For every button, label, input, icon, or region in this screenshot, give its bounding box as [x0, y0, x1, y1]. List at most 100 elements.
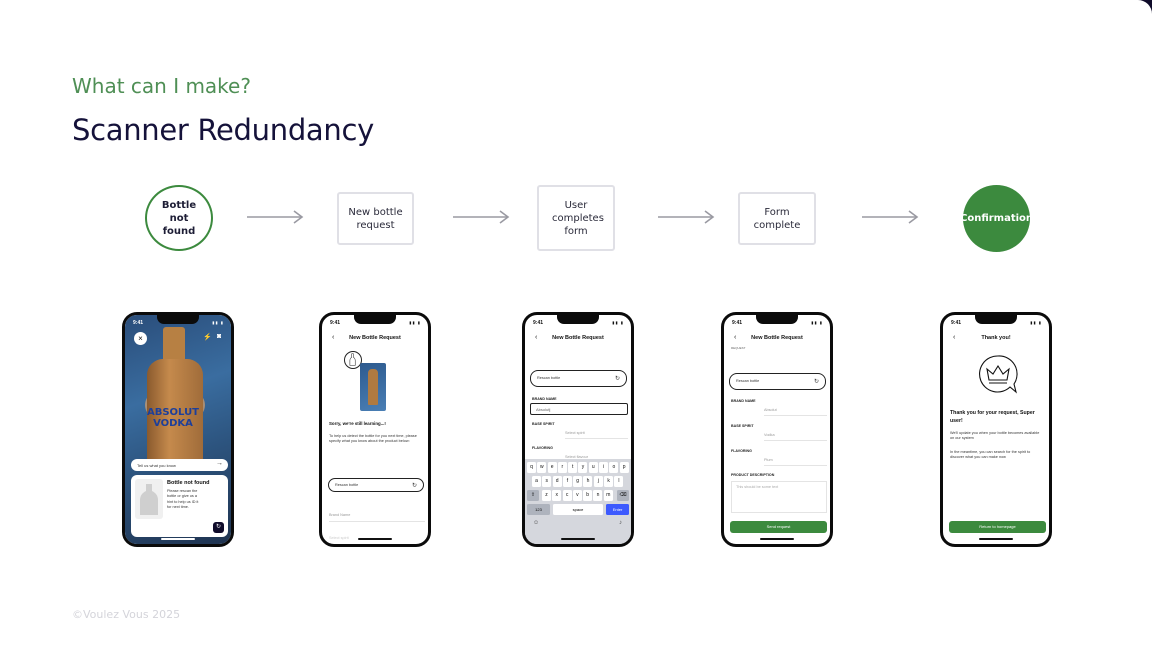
flavoring-field[interactable]: Plum: [764, 458, 827, 466]
home-indicator: [760, 538, 794, 540]
rescan-label: Rescan bottle: [736, 379, 760, 383]
numbers-key[interactable]: 123: [527, 504, 550, 515]
key-x[interactable]: x: [552, 490, 562, 501]
key-h[interactable]: h: [583, 476, 593, 487]
microphone-icon[interactable]: ♪: [619, 520, 622, 526]
nav-title: New Bottle Request: [349, 335, 401, 341]
arrow-right-icon[interactable]: →: [216, 460, 223, 467]
key-s[interactable]: s: [542, 476, 552, 487]
camera-icon[interactable]: ◙: [217, 333, 222, 340]
key-i[interactable]: i: [599, 462, 609, 473]
key-b[interactable]: b: [583, 490, 593, 501]
bottle-placeholder-icon: [135, 479, 163, 519]
brand-name-field[interactable]: Absolut: [764, 408, 827, 416]
key-a[interactable]: a: [532, 476, 541, 487]
flash-off-icon[interactable]: ⚡: [203, 334, 212, 341]
close-icon[interactable]: ×: [134, 332, 147, 345]
base-spirit-field[interactable]: Vodka: [764, 433, 827, 441]
emoji-icon[interactable]: ☺: [533, 520, 540, 526]
copyright-footer: ©Voulez Vous 2025: [72, 608, 181, 621]
search-input[interactable]: Tell us what you know →: [131, 459, 228, 471]
product-description-label: PRODUCT DESCRIPTION: [731, 473, 775, 477]
key-f[interactable]: f: [562, 476, 572, 487]
back-icon[interactable]: ‹: [332, 334, 335, 341]
spirit-select[interactable]: Select spirit: [329, 536, 425, 544]
notch: [157, 315, 199, 324]
product-description-textarea[interactable]: This should be some text: [731, 481, 827, 513]
key-z[interactable]: z: [542, 490, 551, 501]
brand-name-input[interactable]: Absolut|: [530, 403, 628, 415]
key-k[interactable]: k: [604, 476, 614, 487]
key-n[interactable]: n: [593, 490, 603, 501]
step-user-completes-form: User completes form: [537, 185, 615, 251]
notch: [975, 315, 1017, 324]
home-indicator: [561, 538, 595, 540]
key-v[interactable]: v: [572, 490, 582, 501]
notch: [557, 315, 599, 324]
key-g[interactable]: g: [573, 476, 583, 487]
rescan-icon[interactable]: ↻: [213, 522, 224, 533]
key-e[interactable]: e: [547, 462, 557, 473]
back-icon[interactable]: ‹: [734, 334, 737, 341]
update-text: We'll update you when your bottle become…: [950, 431, 1040, 441]
key-r[interactable]: r: [557, 462, 567, 473]
rescan-bottle-button[interactable]: Rescan bottle↻: [530, 370, 627, 387]
flavoring-label: FLAVORING: [532, 446, 553, 450]
key-o[interactable]: o: [609, 462, 619, 473]
search-placeholder: Tell us what you know: [137, 462, 176, 468]
nav-title: New Bottle Request: [751, 335, 803, 341]
backspace-key[interactable]: ⌫: [617, 490, 629, 501]
shift-key[interactable]: ⇧: [527, 490, 539, 501]
return-homepage-button[interactable]: Return to homepage: [949, 521, 1046, 533]
phone-form-keyboard: 9:41 ▮▮ ▮ ‹ New Bottle Request Rescan bo…: [522, 312, 634, 547]
key-d[interactable]: d: [552, 476, 562, 487]
space-key[interactable]: space: [553, 504, 603, 515]
step-bottle-not-found: Bottle not found: [145, 185, 213, 251]
intro-text: To help us detect the bottle for you nex…: [329, 434, 417, 444]
bottle-type: VODKA: [153, 418, 193, 429]
key-j[interactable]: j: [593, 476, 603, 487]
brand-value: Absolut: [536, 407, 550, 412]
step-new-bottle-request: New bottle request: [337, 192, 414, 245]
nav-title: New Bottle Request: [552, 335, 604, 341]
step-confirmation: Confirmation: [960, 185, 1033, 252]
home-indicator: [161, 538, 195, 540]
bottle-outline-icon: [344, 351, 362, 369]
notch: [354, 315, 396, 324]
key-c[interactable]: c: [562, 490, 572, 501]
bottle-brand: ABSOLUT: [146, 407, 200, 418]
bottle-not-found-card: Bottle not found Please rescan the bottl…: [131, 475, 228, 537]
base-spirit-select[interactable]: Select spirit: [565, 431, 628, 439]
enter-key[interactable]: Enter: [606, 504, 629, 515]
back-icon[interactable]: ‹: [535, 334, 538, 341]
thank-you-heading: Thank you for your request, Super user!: [950, 410, 1035, 424]
bottle-photo: [360, 363, 386, 411]
key-w[interactable]: w: [537, 462, 547, 473]
meantime-text: In the meantime, you can search for the …: [950, 450, 1031, 460]
rescan-label: Rescan bottle: [537, 376, 561, 380]
rescan-bottle-button[interactable]: Rescan bottle↻: [328, 478, 424, 492]
key-y[interactable]: y: [578, 462, 588, 473]
back-icon[interactable]: ‹: [953, 334, 956, 341]
notch: [756, 315, 798, 324]
send-request-button[interactable]: Send request: [730, 521, 827, 533]
right-arrow-icon: [247, 210, 304, 224]
phone-form-complete: 9:41 ▮▮ ▮ ‹ New Bottle Request REQUEST R…: [721, 312, 833, 547]
key-t[interactable]: t: [568, 462, 578, 473]
status-icons: ▮▮ ▮: [409, 320, 421, 325]
refresh-icon: ↻: [813, 379, 819, 385]
brand-name-field[interactable]: Brand Name: [329, 513, 425, 522]
right-arrow-icon: [453, 210, 510, 224]
key-m[interactable]: m: [603, 490, 613, 501]
step-label: User completes form: [552, 199, 604, 237]
key-u[interactable]: u: [588, 462, 598, 473]
key-q[interactable]: q: [527, 462, 536, 473]
key-p[interactable]: p: [619, 462, 629, 473]
rescan-bottle-button[interactable]: Rescan bottle ↻: [729, 373, 826, 390]
status-time: 9:41: [133, 320, 144, 326]
key-l[interactable]: l: [614, 476, 624, 487]
crown-speech-bubble-icon: [979, 355, 1018, 394]
